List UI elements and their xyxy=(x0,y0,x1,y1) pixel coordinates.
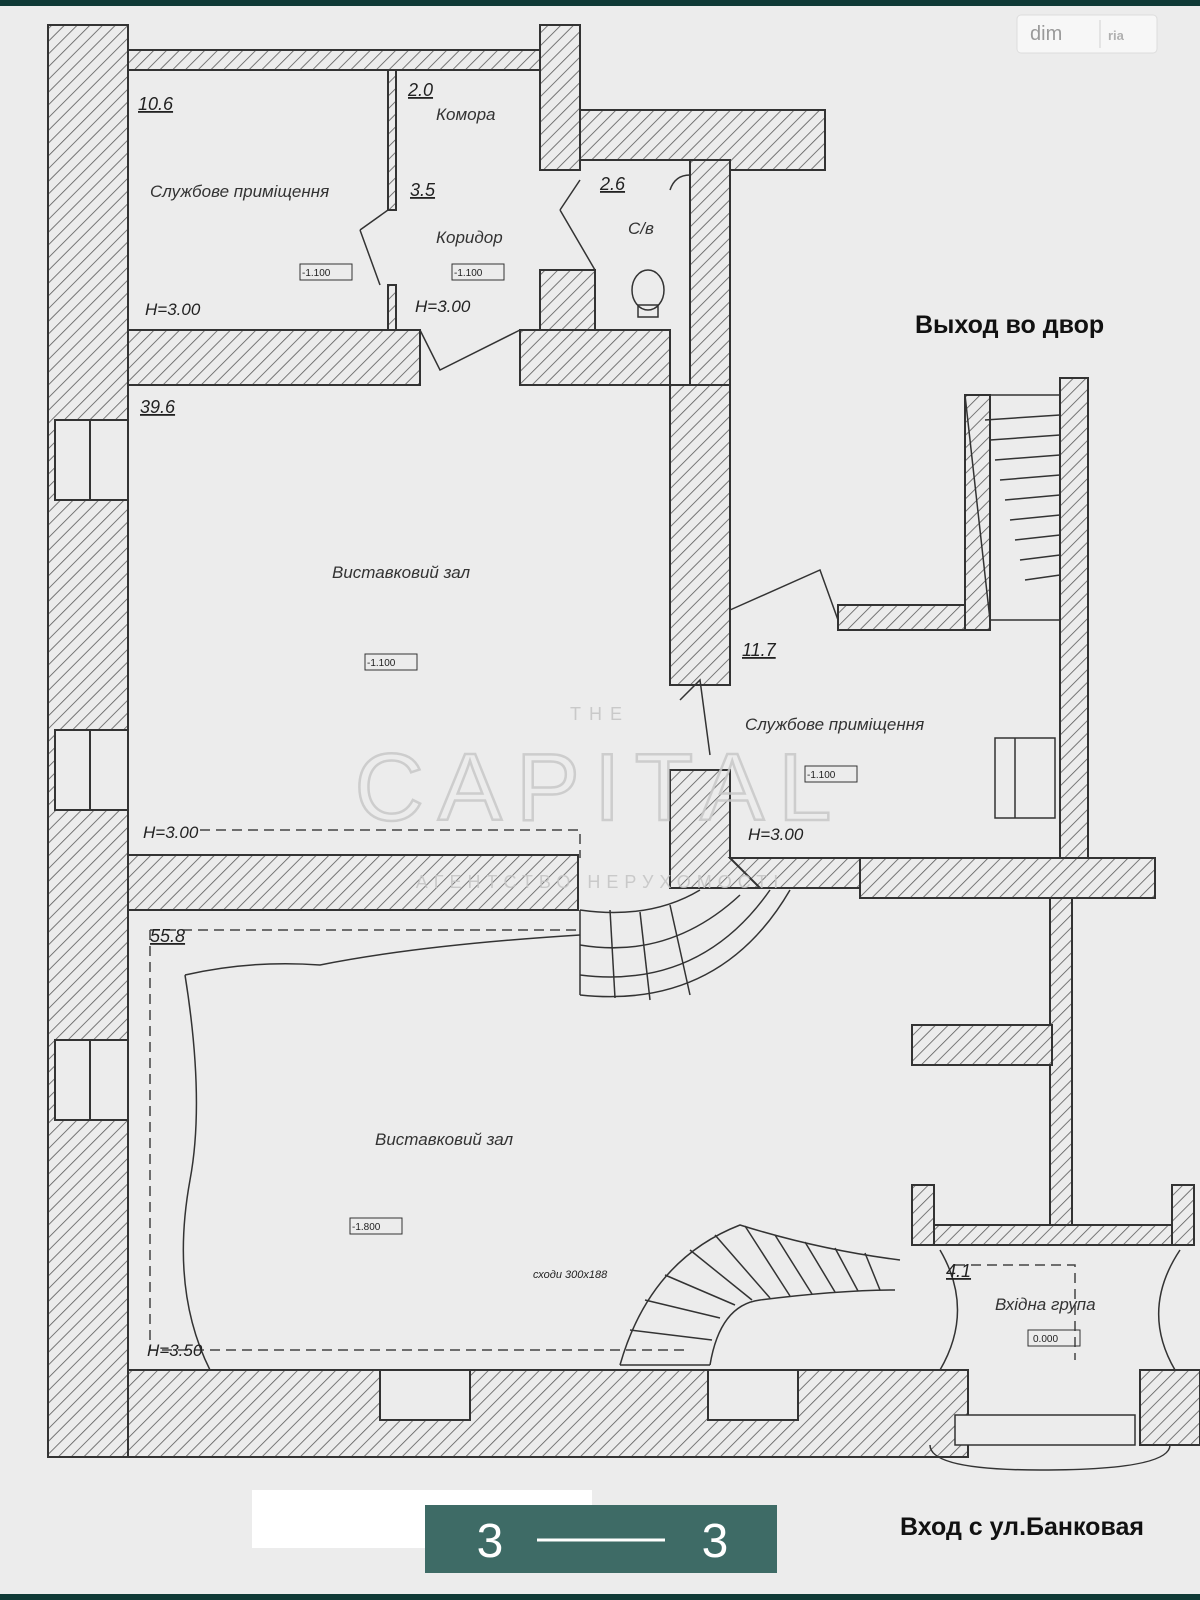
door-swings xyxy=(359,174,839,756)
room-name-wc: С/в xyxy=(628,219,654,238)
room-level-corridor: -1.100 xyxy=(454,268,483,279)
room-name-service-2: Службове приміщення xyxy=(745,715,924,734)
room-height-hall-1: H=3.00 xyxy=(143,823,199,842)
room-height-service-2: H=3.00 xyxy=(748,825,804,844)
room-level-service-1: -1.100 xyxy=(302,268,331,279)
room-name-service-1: Службове приміщення xyxy=(150,182,329,201)
logo-text: dim xyxy=(1030,23,1062,45)
room-level-entrance: 0.000 xyxy=(1033,1334,1058,1345)
room-area-wc: 2.6 xyxy=(599,174,626,194)
room-area-storage: 2.0 xyxy=(407,80,433,100)
room-area-hall-1: 39.6 xyxy=(140,397,176,417)
room-name-corridor: Коридор xyxy=(436,228,503,247)
room-name-hall-1: Виставковий зал xyxy=(332,563,471,582)
section-marker: 3 3 xyxy=(425,1505,777,1573)
section-right-number: 3 xyxy=(702,1515,729,1568)
watermark-main: CAPITAL xyxy=(355,734,846,841)
toilet-icon xyxy=(631,269,665,318)
room-level-hall-1: -1.100 xyxy=(367,658,396,669)
cabinet-symbol xyxy=(994,737,1056,819)
watermark-sub: АГЕНТСТВО НЕРУХОМОСТІ xyxy=(416,872,784,892)
room-area-service-2: 11.7 xyxy=(742,640,777,660)
room-name-storage: Комора xyxy=(436,105,496,124)
yard-exit-label: Выход во двор xyxy=(915,311,1104,339)
lower-hall-curve xyxy=(182,934,581,1371)
street-entrance-label: Вход с ул.Банковая xyxy=(900,1513,1144,1541)
curved-stairs-upper xyxy=(579,889,791,1001)
room-name-hall-2: Виставковий зал xyxy=(375,1130,514,1149)
logo-sub: ria xyxy=(1108,28,1125,43)
windows xyxy=(54,419,799,1421)
bottom-frame-bar xyxy=(0,1594,1200,1600)
curved-stairs-lower xyxy=(619,1224,901,1366)
room-area-service-1: 10.6 xyxy=(138,94,174,114)
logo: dim ria xyxy=(1016,14,1158,54)
top-frame-bar xyxy=(0,0,1200,6)
room-area-corridor: 3.5 xyxy=(410,180,436,200)
yard-stairs xyxy=(964,394,1061,621)
room-level-hall-2: -1.800 xyxy=(352,1222,381,1233)
room-area-entrance: 4.1 xyxy=(946,1261,971,1281)
watermark: THE CAPITAL АГЕНТСТВО НЕРУХОМОСТІ xyxy=(353,704,846,892)
room-name-entrance: Вхідна група xyxy=(995,1295,1096,1314)
room-height-service-1: H=3.00 xyxy=(145,300,201,319)
room-height-hall-2: H=3.50 xyxy=(147,1341,203,1360)
stairs-label: сходи 300х188 xyxy=(533,1269,608,1281)
room-area-hall-2: 55.8 xyxy=(150,926,185,946)
walls xyxy=(47,24,1200,1458)
room-level-service-2: -1.100 xyxy=(807,770,836,781)
room-height-corridor: H=3.00 xyxy=(415,297,471,316)
section-left-number: 3 xyxy=(477,1515,504,1568)
entrance-outline xyxy=(929,1249,1181,1471)
watermark-top: THE xyxy=(570,704,630,724)
dashed-outlines xyxy=(149,829,1076,1360)
